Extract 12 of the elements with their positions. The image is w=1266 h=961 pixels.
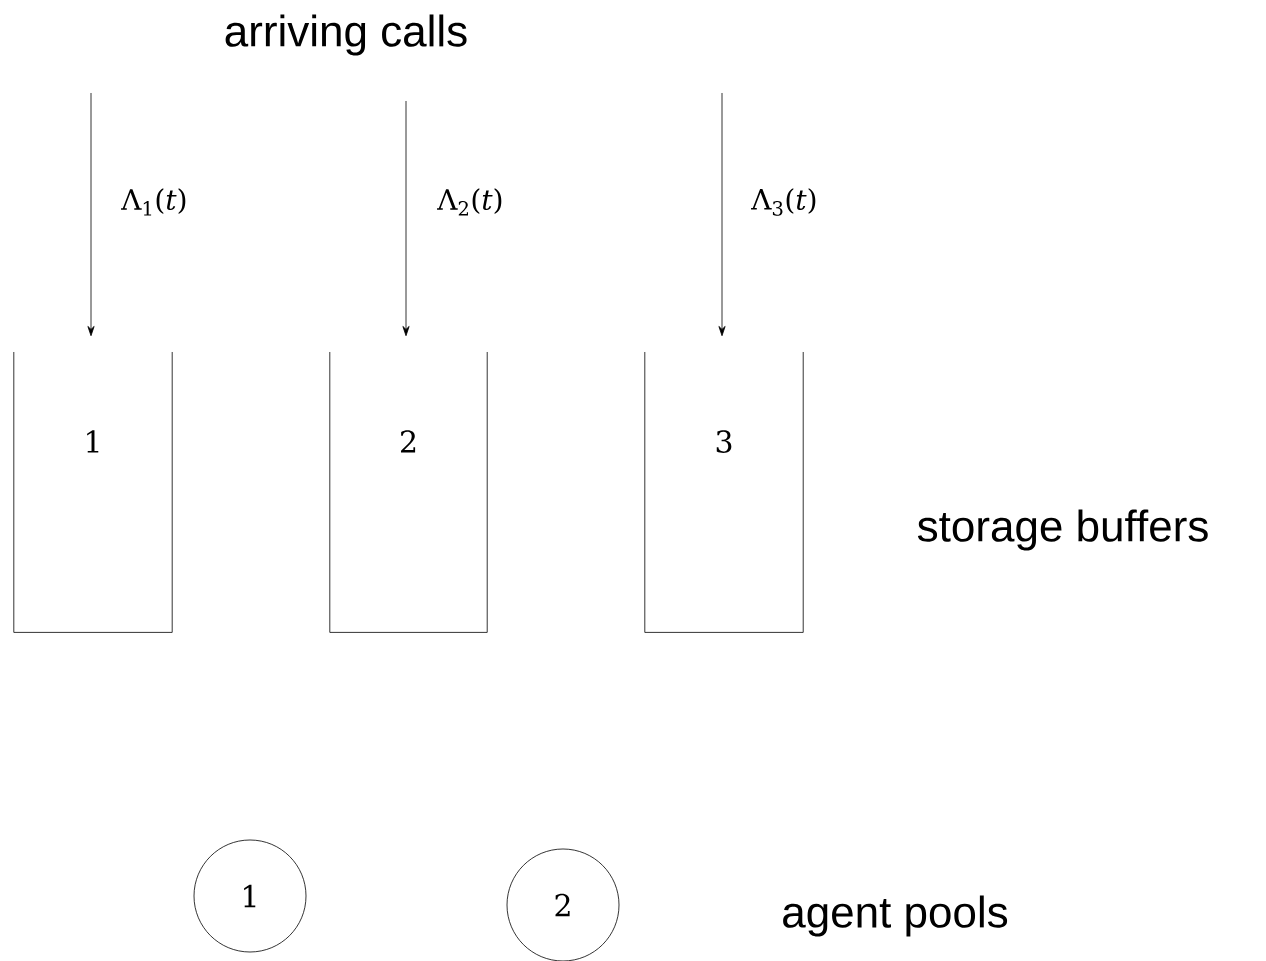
arrow — [718, 92, 726, 337]
edge-label: Λ$_{3}$(t) — [751, 188, 816, 216]
arrow — [87, 92, 95, 337]
edge-label: Λ$_{1}$(t) — [121, 188, 186, 216]
label: agent pools — [783, 895, 1008, 937]
label: storage buffers — [917, 509, 1208, 551]
arrow — [402, 100, 410, 337]
edge-label: Λ$_{2}$(t) — [437, 188, 502, 216]
storage-buffer: 3 — [644, 351, 804, 633]
storage-buffer: 1 — [13, 351, 173, 633]
label: arriving calls — [225, 14, 467, 56]
storage-buffer: 2 — [329, 351, 488, 633]
